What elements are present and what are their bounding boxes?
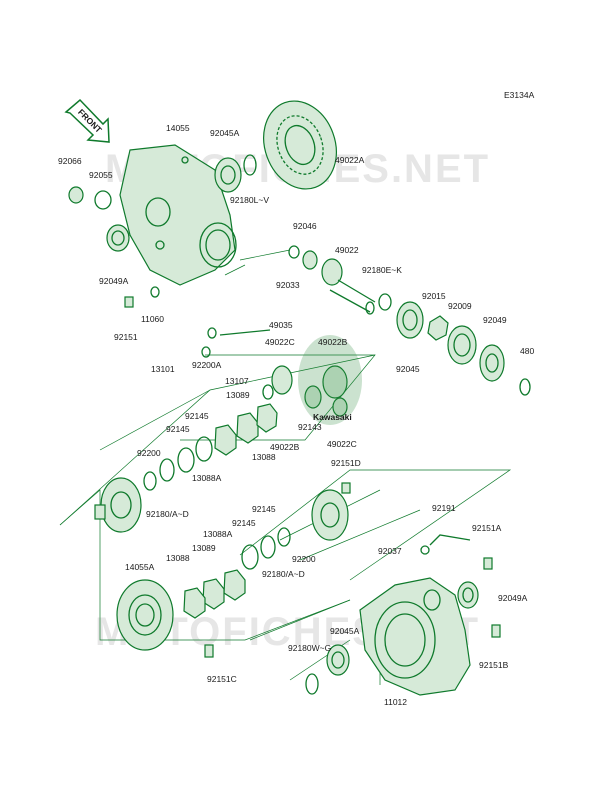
label-92145-a: 92145	[185, 411, 209, 421]
nut-92015	[427, 315, 449, 341]
label-92033: 92033	[276, 280, 300, 290]
label-92200-right: 92200	[292, 554, 316, 564]
seal-92049A-left	[106, 224, 130, 252]
label-13088A-bottom: 13088A	[203, 529, 233, 539]
label-14055A: 14055A	[125, 562, 155, 572]
label-92200-left: 92200	[137, 448, 161, 458]
clutch-plates-left	[143, 403, 278, 491]
label-92151B: 92151B	[479, 660, 509, 670]
label-13089-bottom: 13089	[192, 543, 216, 553]
differential-internals	[201, 327, 348, 417]
label-92045: 92045	[396, 364, 420, 374]
label-11060: 11060	[141, 314, 164, 324]
label-13088A-top: 13088A	[192, 473, 222, 483]
label-13088-bottom: 13088	[166, 553, 190, 563]
kawasaki-badge: Kawasaki	[298, 335, 362, 425]
svg-text:Kawasaki: Kawasaki	[313, 412, 352, 422]
label-13089-top: 13089	[226, 390, 250, 400]
hub-14055A	[116, 579, 174, 651]
clutch-plates-right	[183, 527, 291, 619]
part-labels: 14055 92045A 49022A 92066 92055 92180L~V…	[58, 123, 534, 707]
label-92180WG: 92180W~G	[288, 643, 331, 653]
label-92180AD-right: 92180/A~D	[262, 569, 305, 579]
label-92143: 92143	[298, 422, 322, 432]
shim-92180WG	[305, 673, 319, 695]
label-49022A: 49022A	[335, 155, 365, 165]
label-92180AD-left: 92180/A~D	[146, 509, 189, 519]
seal-92049A-right	[457, 581, 479, 609]
label-92037: 92037	[378, 546, 402, 556]
label-49022B-top: 49022B	[318, 337, 348, 347]
circlip-480	[519, 378, 531, 396]
label-92200A: 92200A	[192, 360, 222, 370]
label-92145-b: 92145	[166, 424, 190, 434]
label-92151C: 92151C	[207, 674, 237, 684]
o-ring-92055	[94, 190, 112, 210]
label-92145-d: 92145	[232, 518, 256, 528]
washer-11060	[150, 286, 160, 298]
bolt-92151A	[483, 557, 493, 570]
pinion-gear-49022	[288, 245, 392, 315]
diagram-code: E3134A	[504, 90, 535, 100]
label-92180LV: 92180L~V	[230, 195, 269, 205]
ring-gear-49022A	[263, 100, 337, 190]
breather-92191	[429, 534, 471, 546]
label-92045A-bottom: 92045A	[330, 626, 360, 636]
label-49035: 49035	[269, 320, 293, 330]
seal-92049	[479, 344, 505, 382]
pressure-hub-left	[94, 477, 142, 533]
bearing-92045A-bottom	[326, 644, 350, 676]
bolt-92151D	[341, 482, 351, 494]
pressure-hub-right	[311, 489, 349, 541]
label-92046: 92046	[293, 221, 317, 231]
gear-case-housing	[119, 144, 237, 286]
label-11012: 11012	[384, 697, 407, 707]
label-92145-c: 92145	[252, 504, 276, 514]
label-13107: 13107	[225, 376, 249, 386]
front-arrow-icon: FRONT	[64, 98, 110, 143]
label-92015: 92015	[422, 291, 446, 301]
seal-92009	[447, 325, 477, 365]
case-cover-11012	[359, 577, 471, 696]
label-49022C-bottom: 49022C	[327, 439, 357, 449]
label-49022B-bottom: 49022B	[270, 442, 300, 452]
label-92151-left: 92151	[114, 332, 138, 342]
label-92180EK: 92180E~K	[362, 265, 402, 275]
label-92151A: 92151A	[472, 523, 502, 533]
label-92045A-top: 92045A	[210, 128, 240, 138]
label-92055: 92055	[89, 170, 113, 180]
label-92151D: 92151D	[331, 458, 361, 468]
label-49022C-top: 49022C	[265, 337, 295, 347]
label-92049A-left: 92049A	[99, 276, 129, 286]
bearing-92045A-top	[214, 157, 242, 193]
bolt-92151-left	[124, 296, 134, 308]
label-480: 480	[520, 346, 534, 356]
label-13101: 13101	[151, 364, 175, 374]
plug-92066	[68, 186, 84, 204]
label-92049: 92049	[483, 315, 507, 325]
label-92049A-right: 92049A	[498, 593, 528, 603]
bolt-92151B	[491, 624, 501, 638]
shim-92180LV	[243, 154, 257, 176]
label-13088-top: 13088	[252, 452, 276, 462]
label-14055: 14055	[166, 123, 190, 133]
clamp-92037	[420, 545, 430, 555]
label-92009: 92009	[448, 301, 472, 311]
label-92066: 92066	[58, 156, 82, 166]
label-92191: 92191	[432, 503, 456, 513]
bolt-92151C	[204, 644, 214, 658]
label-49022: 49022	[335, 245, 359, 255]
bearing-92045	[396, 301, 424, 339]
